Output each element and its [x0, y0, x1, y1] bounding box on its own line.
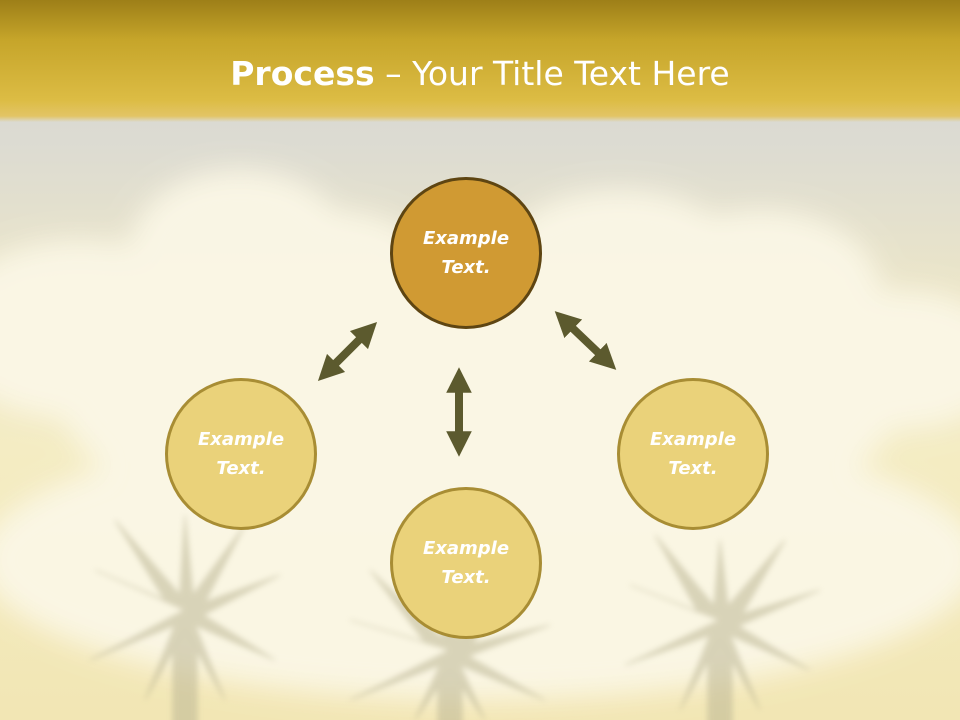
- palm-trees: [89, 514, 821, 720]
- node-right[interactable]: Example Text.: [617, 378, 769, 530]
- title-bar: [0, 0, 960, 122]
- node-left-text: Example Text.: [197, 429, 285, 479]
- node-bottom[interactable]: Example Text.: [390, 487, 542, 639]
- title-bold: Process: [230, 54, 375, 93]
- node-center[interactable]: Example Text.: [390, 177, 542, 329]
- node-left[interactable]: Example Text.: [165, 378, 317, 530]
- slide-title[interactable]: Process – Your Title Text Here: [0, 52, 960, 96]
- title-rest: – Your Title Text Here: [374, 54, 730, 93]
- node-bottom-text: Example Text.: [422, 538, 510, 588]
- node-right-text: Example Text.: [649, 429, 737, 479]
- node-center-text: Example Text.: [422, 228, 510, 278]
